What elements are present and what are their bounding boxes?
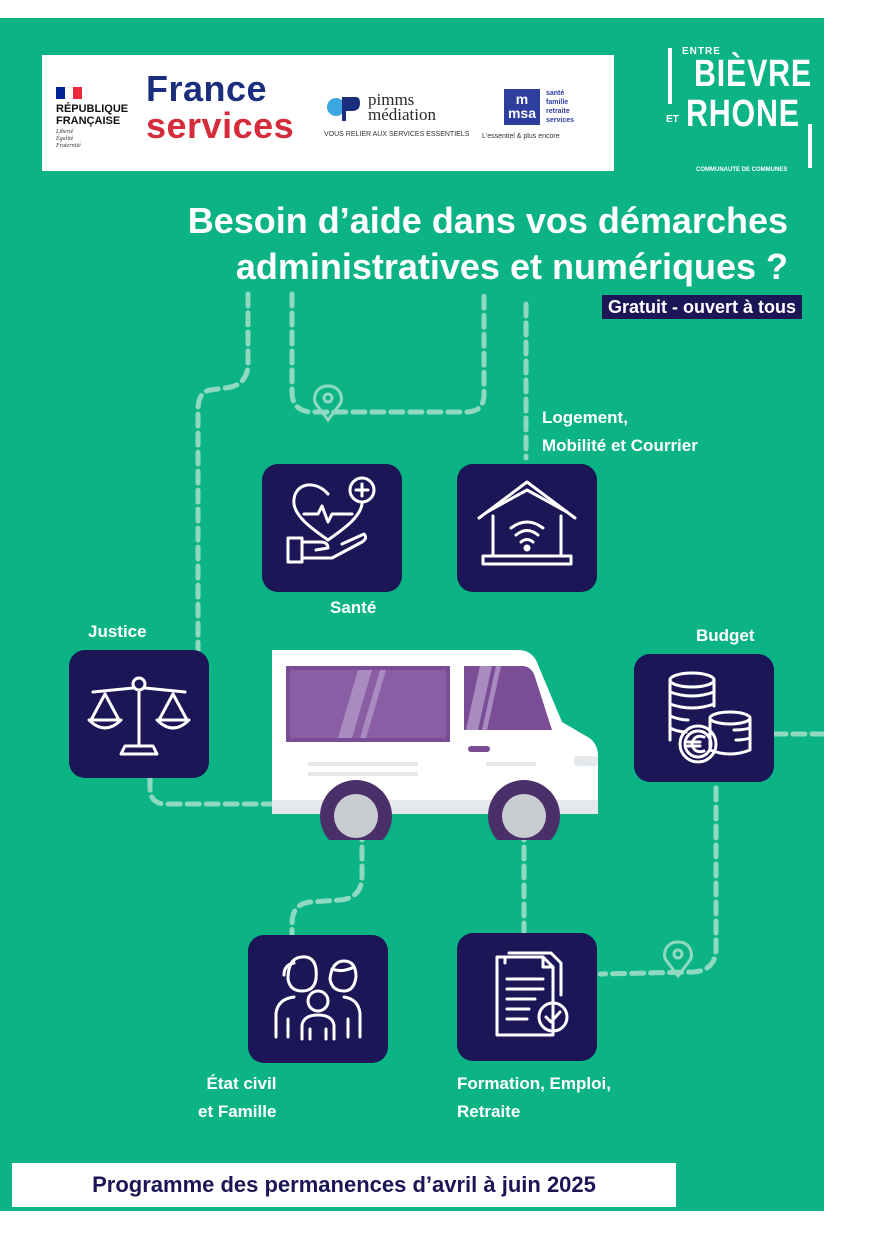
pimms-mark-icon — [327, 97, 360, 121]
route-justice-van — [147, 775, 275, 807]
label-logement: Logement, Mobilité et Courrier — [542, 408, 698, 455]
rf-motto: Liberté Égalité Fraternité — [56, 129, 81, 149]
entre-bievre-rhone-logo: ENTRE BIÈVRE ET RHONE COMMUNAUTE DE COMM… — [660, 46, 820, 186]
msa-mark-icon: m msa — [504, 89, 540, 125]
france-services-line1: France — [146, 68, 268, 109]
document-check-icon — [495, 951, 569, 1037]
scales-icon — [87, 676, 191, 756]
label-justice: Justice — [88, 622, 147, 641]
tile-justice — [69, 650, 209, 778]
pimms-line2: médiation — [368, 105, 436, 124]
route-budget-formation — [597, 785, 719, 977]
route-top-loop — [289, 291, 487, 415]
tile-budget — [634, 654, 774, 782]
rf-line1: RÉPUBLIQUE — [56, 103, 129, 115]
location-pin-icon-2 — [663, 940, 693, 979]
ebr-et: ET — [666, 114, 679, 125]
partner-logos-bar: RÉPUBLIQUE FRANÇAISE Liberté Égalité Fra… — [42, 55, 614, 171]
smart-house-icon — [477, 480, 577, 566]
footer-banner: Programme des permanences d’avril à juin… — [12, 1163, 676, 1207]
free-badge: Gratuit - ouvert à tous — [601, 295, 802, 319]
label-formation: Formation, Emploi, Retraite — [457, 1074, 611, 1121]
france-services-logo: France services — [146, 71, 294, 145]
pimms-line1: pimms — [368, 90, 415, 109]
msa-tags: santé famille retraite services — [546, 90, 575, 124]
tile-sante — [262, 464, 402, 592]
route-van-etat — [289, 825, 365, 939]
ebr-bievre: BIÈVRE — [694, 53, 812, 95]
family-icon — [274, 955, 362, 1041]
republique-francaise-logo: RÉPUBLIQUE FRANÇAISE Liberté Égalité Fra… — [56, 87, 146, 150]
coins-euro-icon — [668, 671, 752, 764]
france-services-line2: services — [146, 105, 295, 146]
ebr-subtitle: COMMUNAUTE DE COMMUNES — [696, 167, 788, 173]
rf-line2: FRANÇAISE — [56, 115, 121, 127]
van-icon — [272, 650, 598, 840]
ebr-rhone: RHONE — [686, 93, 800, 135]
heart-hand-icon — [286, 476, 376, 564]
tile-formation — [457, 933, 597, 1061]
label-budget: Budget — [696, 626, 755, 645]
flag-icon — [56, 87, 83, 99]
ebr-entre: ENTRE — [682, 46, 721, 57]
tile-logement — [457, 464, 597, 592]
route-justice-top — [195, 291, 251, 653]
label-etat-civil: État civil et Famille — [198, 1074, 277, 1121]
title-line2: administratives et numériques ? — [235, 246, 788, 287]
page-title: Besoin d’aide dans vos démarches adminis… — [188, 198, 788, 290]
pimms-tagline: VOUS RELIER AUX SERVICES ESSENTIELS — [324, 131, 470, 138]
label-sante: Santé — [330, 598, 377, 617]
route-paths — [147, 291, 824, 979]
poster: RÉPUBLIQUE FRANÇAISE Liberté Égalité Fra… — [0, 18, 824, 1211]
title-line1: Besoin d’aide dans vos démarches — [187, 200, 788, 241]
location-pin-icon — [313, 384, 343, 423]
msa-tagline: L'essentiel & plus encore — [482, 133, 560, 140]
tile-etat-civil — [248, 935, 388, 1063]
